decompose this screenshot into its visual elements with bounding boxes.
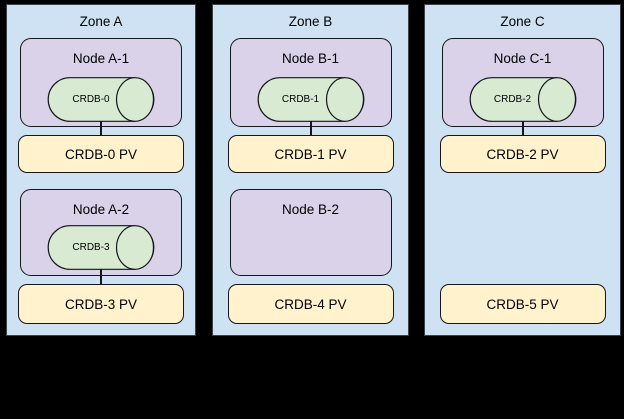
pod-label: CRDB-1	[281, 94, 320, 105]
pv-label: CRDB-3 PV	[64, 296, 137, 312]
pv-box: CRDB-2 PV	[439, 135, 606, 173]
connector-line	[100, 269, 102, 284]
connector-line	[521, 121, 524, 135]
pv-box: CRDB-0 PV	[18, 135, 184, 173]
crdb-pod: CRDB-3	[47, 225, 155, 270]
pv-box: CRDB-1 PV	[227, 135, 394, 173]
zone-a-panel: Zone A Node A-1 CRDB-0 CRDB-0 PV Node A-…	[6, 4, 196, 336]
pod-label: CRDB-3	[72, 242, 110, 253]
node-label: Node A-2	[72, 202, 130, 217]
database-cylinder-icon	[47, 77, 155, 122]
pv-label: CRDB-0 PV	[64, 146, 137, 162]
database-cylinder-icon	[47, 225, 155, 270]
pv-box: CRDB-4 PV	[227, 284, 394, 324]
node-a-2-box: Node A-2 CRDB-3	[20, 189, 182, 276]
node-label: Node C-1	[493, 51, 552, 66]
zone-title: Zone A	[79, 14, 123, 29]
pv-label: CRDB-1 PV	[274, 146, 347, 162]
pv-label: CRDB-2 PV	[486, 146, 559, 162]
zone-title: Zone B	[288, 14, 333, 29]
zone-c-panel: Zone C Node C-1 CRDB-2 CRDB-2 PV CRDB-5 …	[424, 4, 621, 336]
pod-label: CRDB-2	[493, 94, 532, 105]
database-cylinder-icon	[469, 77, 576, 122]
node-label: Node B-2	[281, 202, 340, 217]
connector-line	[100, 121, 102, 135]
crdb-pod: CRDB-0	[47, 77, 155, 122]
zone-title: Zone C	[500, 14, 545, 29]
node-label: Node A-1	[72, 51, 130, 66]
crdb-pod: CRDB-2	[469, 77, 576, 122]
node-a-1-box: Node A-1 CRDB-0	[20, 38, 182, 127]
pv-label: CRDB-4 PV	[274, 296, 347, 312]
node-c-1-box: Node C-1 CRDB-2	[441, 38, 604, 127]
pv-box: CRDB-5 PV	[439, 284, 606, 324]
zone-b-panel: Zone B Node B-1 CRDB-1 CRDB-1 PV Node B-…	[212, 4, 409, 336]
connector-line	[309, 121, 312, 135]
crdb-pod: CRDB-1	[257, 77, 364, 122]
pod-label: CRDB-0	[72, 94, 110, 105]
pv-label: CRDB-5 PV	[486, 296, 559, 312]
node-label: Node B-1	[281, 51, 340, 66]
pv-box: CRDB-3 PV	[18, 284, 184, 324]
node-b-2-box: Node B-2	[229, 189, 392, 276]
database-cylinder-icon	[257, 77, 364, 122]
node-b-1-box: Node B-1 CRDB-1	[229, 38, 392, 127]
